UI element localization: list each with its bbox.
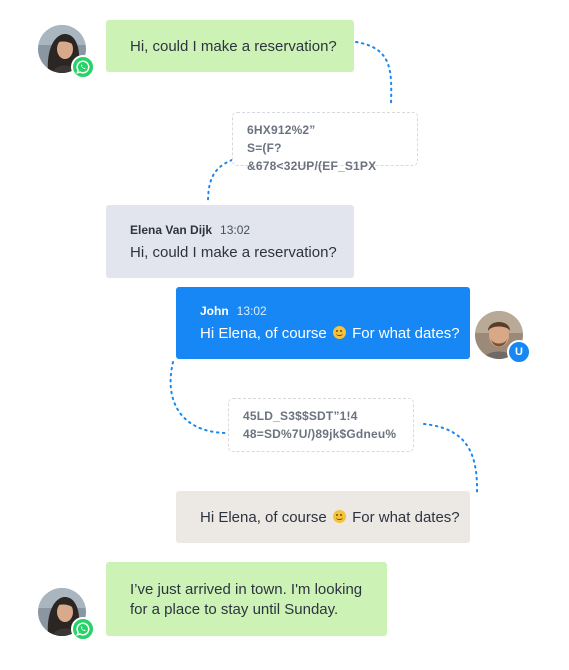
message-text-part: Hi Elena, of course xyxy=(200,509,327,526)
badge-letter: U xyxy=(515,346,523,358)
message-text-part: Hi Elena, of course xyxy=(200,325,327,342)
message-text-part: For what dates? xyxy=(352,509,460,526)
message-text: Hi, could I make a reservation? xyxy=(130,38,337,55)
sender-name: John xyxy=(200,304,229,318)
message-text: I’ve just arrived in town. I'm looking xyxy=(130,581,363,598)
agent-message-bubble: John 13:02 Hi Elena, of course For what d… xyxy=(176,287,470,359)
connector-line-2 xyxy=(207,159,233,204)
whatsapp-icon xyxy=(71,55,95,79)
encrypted-payload: 45LD_S3$$SDT”1!4 48=SD%7U/)89jk$Gdneu% xyxy=(228,398,414,452)
u-logo-icon: U xyxy=(507,340,531,364)
delivered-message-bubble: Hi Elena, of course For what dates? xyxy=(176,491,470,543)
customer-avatar xyxy=(38,25,86,73)
message-text: Hi, could I make a reservation? xyxy=(130,244,337,261)
slightly-smiling-face-icon xyxy=(332,326,346,339)
whatsapp-message-bubble: I’ve just arrived in town. I'm looking f… xyxy=(106,562,387,636)
message-text-part: For what dates? xyxy=(352,325,460,342)
agent-avatar xyxy=(475,311,523,359)
message-text: Hi Elena, of course For what dates? xyxy=(200,324,470,344)
customer-avatar xyxy=(38,588,86,636)
connector-line-4 xyxy=(423,423,479,493)
slightly-smiling-face-icon xyxy=(332,510,346,523)
encrypted-line: 48=SD%7U/)89jk$Gdneu% xyxy=(243,427,397,441)
sender-name: Elena Van Dijk xyxy=(130,223,213,237)
message-text: Hi Elena, of course For what dates? xyxy=(200,508,470,528)
encrypted-line: S=(F?&678<32UP/(EF_S1PX xyxy=(247,141,377,173)
encrypted-line: 6HX912%2” xyxy=(247,123,316,137)
incoming-message-bubble: Elena Van Dijk 13:02 Hi, could I make a r… xyxy=(106,205,354,278)
connector-line-1 xyxy=(355,41,393,105)
connector-line-3 xyxy=(169,361,227,434)
message-text: for a place to stay until Sunday. xyxy=(130,601,339,618)
whatsapp-icon xyxy=(71,617,95,641)
encrypted-payload: 6HX912%2” S=(F?&678<32UP/(EF_S1PX xyxy=(232,112,418,173)
message-time: 13:02 xyxy=(236,304,267,318)
message-meta: Elena Van Dijk 13:02 xyxy=(130,223,354,237)
encrypted-line: 45LD_S3$$SDT”1!4 xyxy=(243,409,358,423)
message-meta: John 13:02 xyxy=(200,304,470,318)
whatsapp-message-bubble: Hi, could I make a reservation? xyxy=(106,20,354,72)
message-time: 13:02 xyxy=(220,223,251,237)
